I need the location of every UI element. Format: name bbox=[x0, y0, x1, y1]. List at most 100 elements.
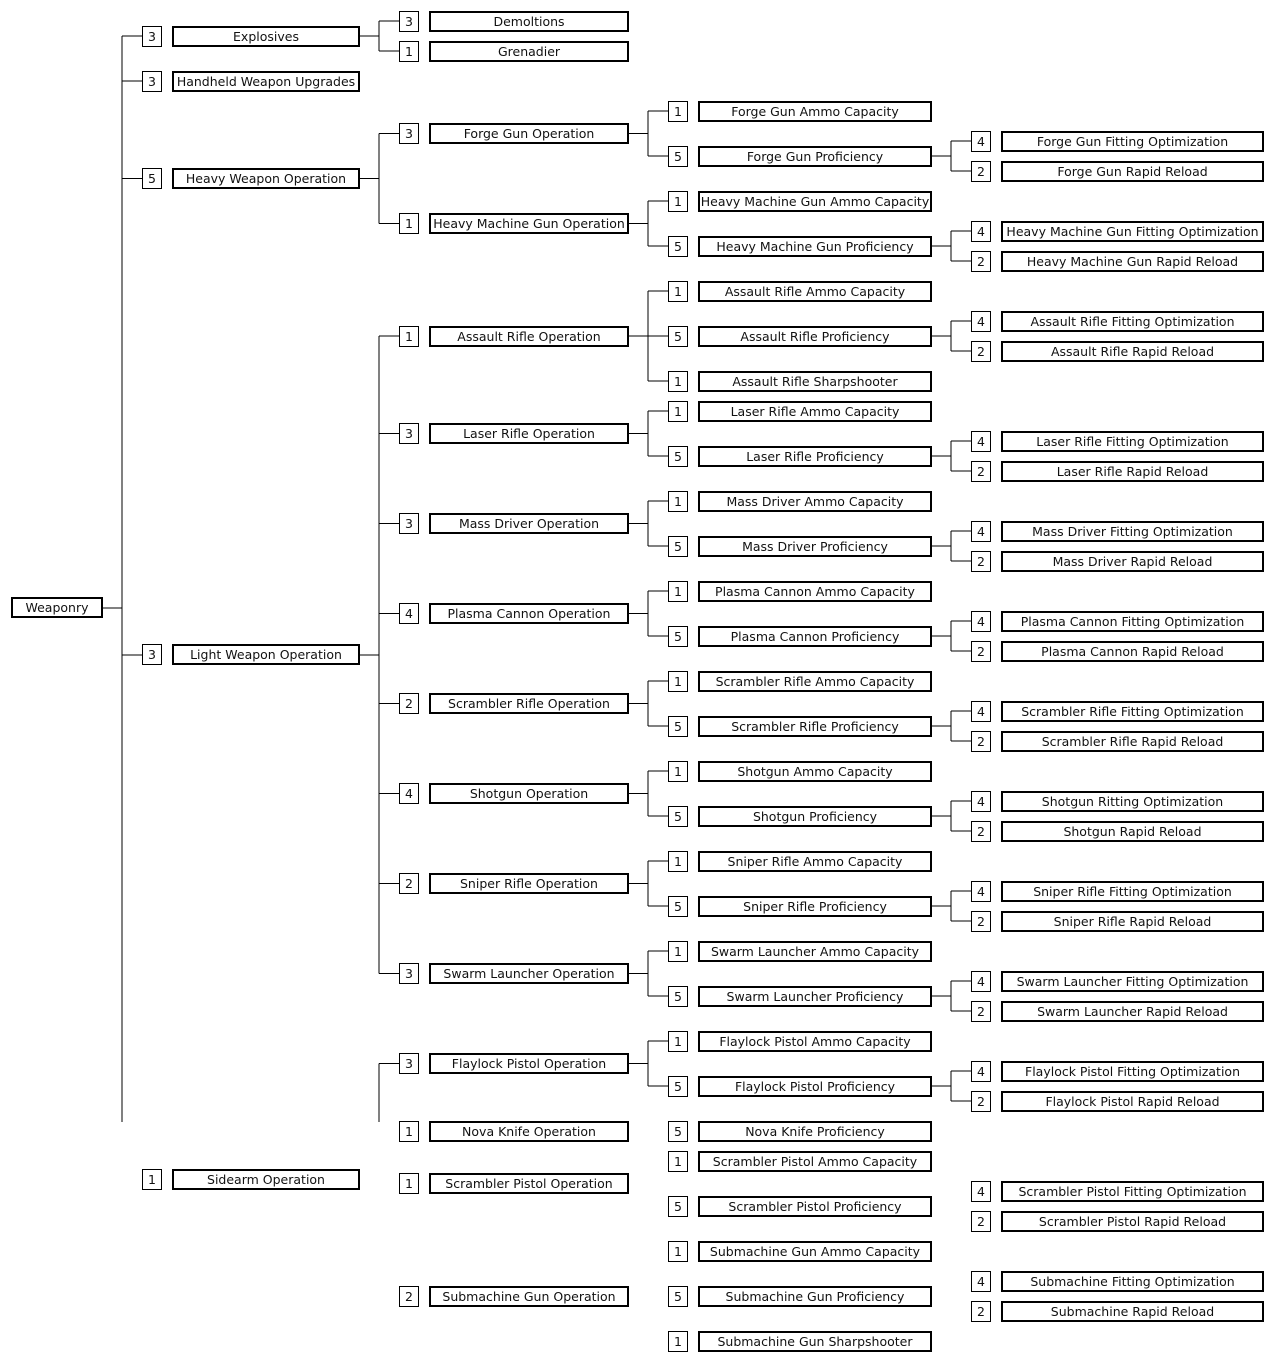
skill-node-light-weapon-operation[interactable]: Light Weapon Operation bbox=[172, 644, 360, 665]
skill-node-submachine-gun-ammo-capacity[interactable]: Submachine Gun Ammo Capacity bbox=[698, 1241, 932, 1262]
skill-node-label: Laser Rifle Fitting Optimization bbox=[1036, 434, 1229, 449]
skill-node-laser-rifle-rapid-reload[interactable]: Laser Rifle Rapid Reload bbox=[1001, 461, 1264, 482]
skill-node-label: Submachine Gun Operation bbox=[442, 1289, 616, 1304]
skill-node-nova-knife-proficiency[interactable]: Nova Knife Proficiency bbox=[698, 1121, 932, 1142]
skill-node-assault-rifle-sharpshooter[interactable]: Assault Rifle Sharpshooter bbox=[698, 371, 932, 392]
skill-node-grenadier[interactable]: Grenadier bbox=[429, 41, 629, 62]
skill-rank-badge: 5 bbox=[668, 986, 688, 1007]
skill-node-label: Mass Driver Proficiency bbox=[742, 539, 888, 554]
skill-node-forge-gun-ammo-capacity[interactable]: Forge Gun Ammo Capacity bbox=[698, 101, 932, 122]
skill-node-swarm-launcher-fitting-optimization[interactable]: Swarm Launcher Fitting Optimization bbox=[1001, 971, 1264, 992]
skill-node-laser-rifle-ammo-capacity[interactable]: Laser Rifle Ammo Capacity bbox=[698, 401, 932, 422]
skill-node-forge-gun-rapid-reload[interactable]: Forge Gun Rapid Reload bbox=[1001, 161, 1264, 182]
skill-node-laser-rifle-proficiency[interactable]: Laser Rifle Proficiency bbox=[698, 446, 932, 467]
skill-node-submachine-rapid-reload[interactable]: Submachine Rapid Reload bbox=[1001, 1301, 1264, 1322]
skill-node-sniper-rifle-ammo-capacity[interactable]: Sniper Rifle Ammo Capacity bbox=[698, 851, 932, 872]
skill-rank-badge: 2 bbox=[399, 873, 419, 894]
skill-node-shotgun-operation[interactable]: Shotgun Operation bbox=[429, 783, 629, 804]
skill-node-label: Scrambler Rifle Operation bbox=[448, 696, 610, 711]
skill-rank-badge: 5 bbox=[668, 806, 688, 827]
skill-node-mass-driver-fitting-optimization[interactable]: Mass Driver Fitting Optimization bbox=[1001, 521, 1264, 542]
skill-node-sniper-rifle-proficiency[interactable]: Sniper Rifle Proficiency bbox=[698, 896, 932, 917]
skill-node-plasma-cannon-ammo-capacity[interactable]: Plasma Cannon Ammo Capacity bbox=[698, 581, 932, 602]
skill-rank-badge: 1 bbox=[668, 491, 688, 512]
skill-node-plasma-cannon-fitting-optimization[interactable]: Plasma Cannon Fitting Optimization bbox=[1001, 611, 1264, 632]
skill-node-heavy-machine-gun-operation[interactable]: Heavy Machine Gun Operation bbox=[429, 213, 629, 234]
skill-node-demoltions[interactable]: Demoltions bbox=[429, 11, 629, 32]
skill-node-forge-gun-proficiency[interactable]: Forge Gun Proficiency bbox=[698, 146, 932, 167]
skill-node-heavy-machine-gun-rapid-reload[interactable]: Heavy Machine Gun Rapid Reload bbox=[1001, 251, 1264, 272]
skill-node-scrambler-pistol-proficiency[interactable]: Scrambler Pistol Proficiency bbox=[698, 1196, 932, 1217]
skill-node-heavy-machine-gun-proficiency[interactable]: Heavy Machine Gun Proficiency bbox=[698, 236, 932, 257]
skill-node-sniper-rifle-rapid-reload[interactable]: Sniper Rifle Rapid Reload bbox=[1001, 911, 1264, 932]
skill-node-flaylock-pistol-fitting-optimization[interactable]: Flaylock Pistol Fitting Optimization bbox=[1001, 1061, 1264, 1082]
skill-node-scrambler-pistol-rapid-reload[interactable]: Scrambler Pistol Rapid Reload bbox=[1001, 1211, 1264, 1232]
skill-node-scrambler-rifle-ammo-capacity[interactable]: Scrambler Rifle Ammo Capacity bbox=[698, 671, 932, 692]
skill-node-forge-gun-operation[interactable]: Forge Gun Operation bbox=[429, 123, 629, 144]
skill-node-label: Plasma Cannon Proficiency bbox=[730, 629, 900, 644]
skill-node-sidearm-operation[interactable]: Sidearm Operation bbox=[172, 1169, 360, 1190]
skill-node-submachine-fitting-optimization[interactable]: Submachine Fitting Optimization bbox=[1001, 1271, 1264, 1292]
skill-node-nova-knife-operation[interactable]: Nova Knife Operation bbox=[429, 1121, 629, 1142]
skill-rank-badge: 4 bbox=[971, 701, 991, 722]
skill-node-shotgun-ammo-capacity[interactable]: Shotgun Ammo Capacity bbox=[698, 761, 932, 782]
skill-node-swarm-launcher-rapid-reload[interactable]: Swarm Launcher Rapid Reload bbox=[1001, 1001, 1264, 1022]
skill-node-heavy-machine-gun-fitting-optimization[interactable]: Heavy Machine Gun Fitting Optimization bbox=[1001, 221, 1264, 242]
skill-node-sniper-rifle-fitting-optimization[interactable]: Sniper Rifle Fitting Optimization bbox=[1001, 881, 1264, 902]
skill-rank-badge: 4 bbox=[971, 791, 991, 812]
skill-node-flaylock-pistol-operation[interactable]: Flaylock Pistol Operation bbox=[429, 1053, 629, 1074]
skill-node-plasma-cannon-rapid-reload[interactable]: Plasma Cannon Rapid Reload bbox=[1001, 641, 1264, 662]
skill-rank-badge: 2 bbox=[971, 161, 991, 182]
skill-rank-badge: 1 bbox=[668, 1151, 688, 1172]
skill-node-assault-rifle-proficiency[interactable]: Assault Rifle Proficiency bbox=[698, 326, 932, 347]
skill-node-plasma-cannon-operation[interactable]: Plasma Cannon Operation bbox=[429, 603, 629, 624]
skill-node-mass-driver-ammo-capacity[interactable]: Mass Driver Ammo Capacity bbox=[698, 491, 932, 512]
skill-node-mass-driver-operation[interactable]: Mass Driver Operation bbox=[429, 513, 629, 534]
skill-node-scrambler-rifle-proficiency[interactable]: Scrambler Rifle Proficiency bbox=[698, 716, 932, 737]
skill-node-submachine-gun-sharpshooter[interactable]: Submachine Gun Sharpshooter bbox=[698, 1331, 932, 1352]
skill-node-label: Heavy Machine Gun Ammo Capacity bbox=[700, 194, 930, 209]
skill-node-handheld-weapon-upgrades[interactable]: Handheld Weapon Upgrades bbox=[172, 71, 360, 92]
skill-node-label: Laser Rifle Operation bbox=[463, 426, 595, 441]
skill-node-scrambler-rifle-rapid-reload[interactable]: Scrambler Rifle Rapid Reload bbox=[1001, 731, 1264, 752]
skill-node-heavy-weapon-operation[interactable]: Heavy Weapon Operation bbox=[172, 168, 360, 189]
skill-node-submachine-gun-proficiency[interactable]: Submachine Gun Proficiency bbox=[698, 1286, 932, 1307]
skill-node-mass-driver-proficiency[interactable]: Mass Driver Proficiency bbox=[698, 536, 932, 557]
skill-node-flaylock-pistol-rapid-reload[interactable]: Flaylock Pistol Rapid Reload bbox=[1001, 1091, 1264, 1112]
skill-node-heavy-machine-gun-ammo-capacity[interactable]: Heavy Machine Gun Ammo Capacity bbox=[698, 191, 932, 212]
skill-rank-badge: 4 bbox=[971, 1271, 991, 1292]
skill-node-laser-rifle-operation[interactable]: Laser Rifle Operation bbox=[429, 423, 629, 444]
skill-node-shotgun-proficiency[interactable]: Shotgun Proficiency bbox=[698, 806, 932, 827]
skill-node-swarm-launcher-proficiency[interactable]: Swarm Launcher Proficiency bbox=[698, 986, 932, 1007]
skill-node-scrambler-rifle-fitting-optimization[interactable]: Scrambler Rifle Fitting Optimization bbox=[1001, 701, 1264, 722]
skill-node-plasma-cannon-proficiency[interactable]: Plasma Cannon Proficiency bbox=[698, 626, 932, 647]
skill-node-submachine-gun-operation[interactable]: Submachine Gun Operation bbox=[429, 1286, 629, 1307]
root-node-weaponry[interactable]: Weaponry bbox=[11, 597, 103, 618]
skill-node-label: Shotgun Rapid Reload bbox=[1063, 824, 1202, 839]
skill-node-sniper-rifle-operation[interactable]: Sniper Rifle Operation bbox=[429, 873, 629, 894]
skill-node-label: Swarm Launcher Fitting Optimization bbox=[1016, 974, 1249, 989]
skill-rank-badge: 3 bbox=[142, 71, 162, 92]
skill-node-scrambler-rifle-operation[interactable]: Scrambler Rifle Operation bbox=[429, 693, 629, 714]
skill-node-assault-rifle-operation[interactable]: Assault Rifle Operation bbox=[429, 326, 629, 347]
skill-node-flaylock-pistol-ammo-capacity[interactable]: Flaylock Pistol Ammo Capacity bbox=[698, 1031, 932, 1052]
skill-node-laser-rifle-fitting-optimization[interactable]: Laser Rifle Fitting Optimization bbox=[1001, 431, 1264, 452]
skill-node-assault-rifle-ammo-capacity[interactable]: Assault Rifle Ammo Capacity bbox=[698, 281, 932, 302]
skill-node-label: Assault Rifle Proficiency bbox=[740, 329, 890, 344]
skill-node-scrambler-pistol-operation[interactable]: Scrambler Pistol Operation bbox=[429, 1173, 629, 1194]
skill-node-shotgun-rapid-reload[interactable]: Shotgun Rapid Reload bbox=[1001, 821, 1264, 842]
skill-node-label: Flaylock Pistol Operation bbox=[451, 1056, 607, 1071]
skill-node-assault-rifle-rapid-reload[interactable]: Assault Rifle Rapid Reload bbox=[1001, 341, 1264, 362]
skill-node-explosives[interactable]: Explosives bbox=[172, 26, 360, 47]
skill-node-mass-driver-rapid-reload[interactable]: Mass Driver Rapid Reload bbox=[1001, 551, 1264, 572]
skill-node-scrambler-pistol-ammo-capacity[interactable]: Scrambler Pistol Ammo Capacity bbox=[698, 1151, 932, 1172]
skill-node-flaylock-pistol-proficiency[interactable]: Flaylock Pistol Proficiency bbox=[698, 1076, 932, 1097]
skill-node-shotgun-ritting-optimization[interactable]: Shotgun Ritting Optimization bbox=[1001, 791, 1264, 812]
skill-rank-badge: 1 bbox=[668, 281, 688, 302]
skill-node-swarm-launcher-ammo-capacity[interactable]: Swarm Launcher Ammo Capacity bbox=[698, 941, 932, 962]
skill-rank-badge: 5 bbox=[668, 536, 688, 557]
skill-node-swarm-launcher-operation[interactable]: Swarm Launcher Operation bbox=[429, 963, 629, 984]
skill-node-forge-gun-fitting-optimization[interactable]: Forge Gun Fitting Optimization bbox=[1001, 131, 1264, 152]
skill-node-assault-rifle-fitting-optimization[interactable]: Assault Rifle Fitting Optimization bbox=[1001, 311, 1264, 332]
skill-node-scrambler-pistol-fitting-optimization[interactable]: Scrambler Pistol Fitting Optimization bbox=[1001, 1181, 1264, 1202]
